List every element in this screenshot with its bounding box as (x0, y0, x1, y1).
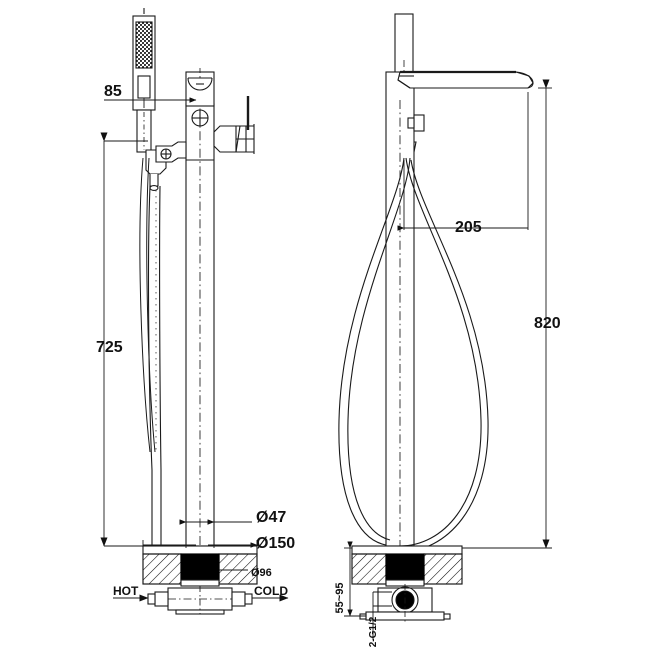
dim-label-85: 85 (104, 83, 122, 100)
dim-725 (100, 132, 148, 547)
diverter-button (191, 109, 209, 127)
dim-label-55-95: 55~95 (334, 583, 346, 614)
dim-label-d150: Ø150 (256, 535, 295, 552)
dim-label-d96: Ø96 (251, 567, 272, 579)
dim-d150 (142, 540, 258, 548)
spout-front (213, 96, 255, 154)
flexible-hose-loop (338, 157, 489, 553)
dim-label-d47: Ø47 (256, 509, 286, 526)
handshower-handle (136, 109, 152, 153)
label-cold: COLD (254, 584, 288, 598)
riser-column (185, 96, 215, 552)
dim-85 (104, 97, 197, 108)
label-hot: HOT (113, 584, 139, 598)
riser-column-side (385, 71, 415, 552)
dim-2-g12 (372, 591, 392, 640)
handshower-head (132, 8, 156, 111)
base-assembly-front (142, 545, 258, 615)
dim-label-2-g12: 2-G1/2 (368, 616, 379, 647)
dimension-texts: 85 725 205 820 Ø47 Ø150 Ø96 55~95 2-G1/2… (96, 83, 561, 647)
dim-label-205: 205 (455, 219, 482, 236)
front-view (132, 8, 258, 615)
dim-d47 (179, 518, 252, 548)
dim-label-820: 820 (534, 315, 561, 332)
spout-side (397, 70, 534, 89)
flexible-hose-front (139, 157, 162, 552)
dimension-lines (100, 79, 552, 640)
mixer-body-top (185, 68, 215, 107)
dim-205 (397, 92, 529, 231)
mixer-handle (155, 141, 187, 163)
dim-55-95 (344, 541, 366, 617)
dim-820 (462, 79, 552, 549)
side-view (338, 13, 534, 622)
dim-label-725: 725 (96, 339, 123, 356)
mixer-handle-side (407, 114, 425, 132)
